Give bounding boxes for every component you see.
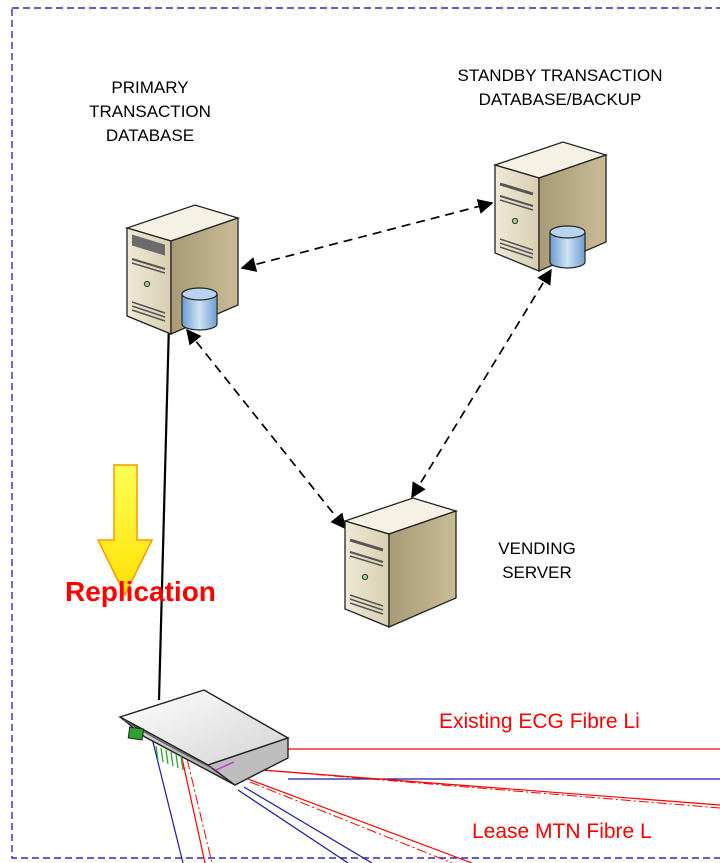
network-boundary [11,7,720,859]
link-primary-vending [186,328,346,530]
primary-database-icon [181,287,218,331]
primary-label-line1: PRIMARY [111,78,189,97]
primary-label-line2: TRANSACTION [89,102,211,121]
standby-label-line2: DATABASE/BACKUP [478,90,642,109]
standby-label-line1: STANDBY TRANSACTION [457,66,663,85]
vending-server-label: VENDING SERVER [482,537,592,585]
vending-label-line2: SERVER [502,563,572,582]
ecg-fibre-link-label: Existing ECG Fibre Li [437,710,642,734]
standby-database-icon [549,225,586,269]
link-standby-vending [411,268,552,499]
replication-label: Replication [65,576,216,607]
vending-label-line1: VENDING [498,539,576,558]
mtn-fibre-link-label: Lease MTN Fibre L [470,820,654,844]
replication-line [157,322,171,701]
router-icon [118,689,290,786]
standby-database-label: STANDBY TRANSACTION DATABASE/BACKUP [406,64,714,112]
link-primary-standby [240,199,494,272]
down-arrow-icon [96,464,154,597]
vending-server-icon [342,497,459,628]
primary-label-line3: DATABASE [105,126,195,145]
primary-database-label: PRIMARY TRANSACTION DATABASE [60,76,240,148]
fibre-links [149,729,720,863]
